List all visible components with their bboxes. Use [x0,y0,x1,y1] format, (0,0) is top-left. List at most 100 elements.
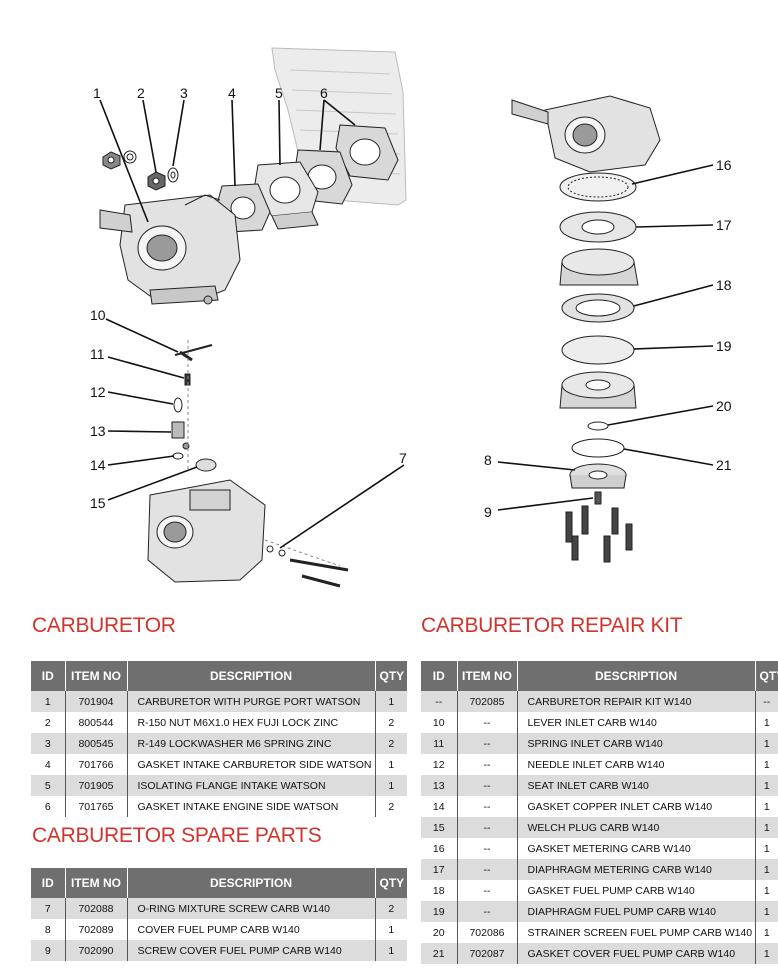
callout-19: 19 [716,338,732,354]
cell-id: 8 [31,919,66,940]
col-description: DESCRIPTION [127,661,376,691]
cell-description: COVER FUEL PUMP CARB W140 [127,919,376,940]
callout-1: 1 [93,85,101,101]
cell-item-no: -- [457,901,518,922]
cell-item-no: 701905 [65,775,128,796]
cell-item-no: -- [457,817,518,838]
cell-id: 11 [421,733,458,754]
cell-description: SEAT INLET CARB W140 [517,775,756,796]
cell-description: GASKET INTAKE CARBURETOR SIDE WATSON [127,754,376,775]
callout-15: 15 [90,495,106,511]
cell-description: CARBURETOR WITH PURGE PORT WATSON [127,691,376,712]
cell-id: 9 [31,940,66,961]
cell-qty: 1 [375,691,407,712]
callout-16: 16 [716,157,732,173]
cell-item-no: 701765 [65,796,128,817]
callout-6: 6 [320,85,328,101]
cell-qty: 2 [375,712,407,733]
cell-qty: 1 [755,733,778,754]
cell-item-no: -- [457,733,518,754]
cell-qty: 1 [755,712,778,733]
cell-qty: 1 [375,754,407,775]
spare-parts-title: CARBURETOR SPARE PARTS [32,824,322,847]
cell-description: DIAPHRAGM FUEL PUMP CARB W140 [517,901,756,922]
cell-id: 5 [31,775,66,796]
callout-18: 18 [716,277,732,293]
cell-description: CARBURETOR REPAIR KIT W140 [517,691,756,712]
cell-qty: 1 [755,754,778,775]
cell-qty: 2 [375,898,407,919]
callout-5: 5 [275,85,283,101]
carburetor-title: CARBURETOR [32,614,176,637]
cell-item-no: -- [457,880,518,901]
cell-item-no: 702085 [457,691,518,712]
callout-2: 2 [137,85,145,101]
cell-id: 16 [421,838,458,859]
cell-description: GASKET COPPER INLET CARB W140 [517,796,756,817]
cell-qty: 1 [755,796,778,817]
cell-description: SCREW COVER FUEL PUMP CARB W140 [127,940,376,961]
cell-description: GASKET FUEL PUMP CARB W140 [517,880,756,901]
cell-id: 20 [421,922,458,943]
cell-qty: 1 [755,775,778,796]
callout-8: 8 [484,452,492,468]
cell-item-no: 702086 [457,922,518,943]
cell-id: 6 [31,796,66,817]
callout-3: 3 [180,85,188,101]
exploded-parts-diagram: 1 2 3 4 5 6 7 8 9 10 11 12 13 14 15 16 1… [90,47,732,588]
cell-id: 2 [31,712,66,733]
callout-21: 21 [716,457,732,473]
cell-description: DIAPHRAGM METERING CARB W140 [517,859,756,880]
cell-item-no: -- [457,775,518,796]
cell-id: -- [421,691,458,712]
cell-id: 1 [31,691,66,712]
cell-qty: 1 [755,838,778,859]
cell-description: ISOLATING FLANGE INTAKE WATSON [127,775,376,796]
cell-item-no: -- [457,796,518,817]
cell-qty: 1 [755,943,778,964]
col-qty: QTY [375,868,408,898]
cell-id: 18 [421,880,458,901]
col-id: ID [31,868,66,898]
cell-qty: 2 [375,796,407,817]
callout-14: 14 [90,457,106,473]
cell-id: 21 [421,943,458,964]
callout-10: 10 [90,307,106,323]
callout-12: 12 [90,384,106,400]
col-item-no: ITEM NO [457,661,518,691]
callout-11: 11 [90,346,105,362]
cell-id: 3 [31,733,66,754]
col-qty: QTY [755,661,778,691]
cell-description: NEEDLE INLET CARB W140 [517,754,756,775]
cell-item-no: -- [457,712,518,733]
cell-description: STRAINER SCREEN FUEL PUMP CARB W140 [517,922,756,943]
col-item-no: ITEM NO [65,661,128,691]
cell-description: GASKET METERING CARB W140 [517,838,756,859]
cell-qty: -- [755,691,778,712]
cell-qty: 1 [755,859,778,880]
callout-20: 20 [716,398,732,414]
cell-id: 10 [421,712,458,733]
cell-description: WELCH PLUG CARB W140 [517,817,756,838]
repair-kit-title: CARBURETOR REPAIR KIT [421,614,683,637]
cell-item-no: 702088 [65,898,128,919]
